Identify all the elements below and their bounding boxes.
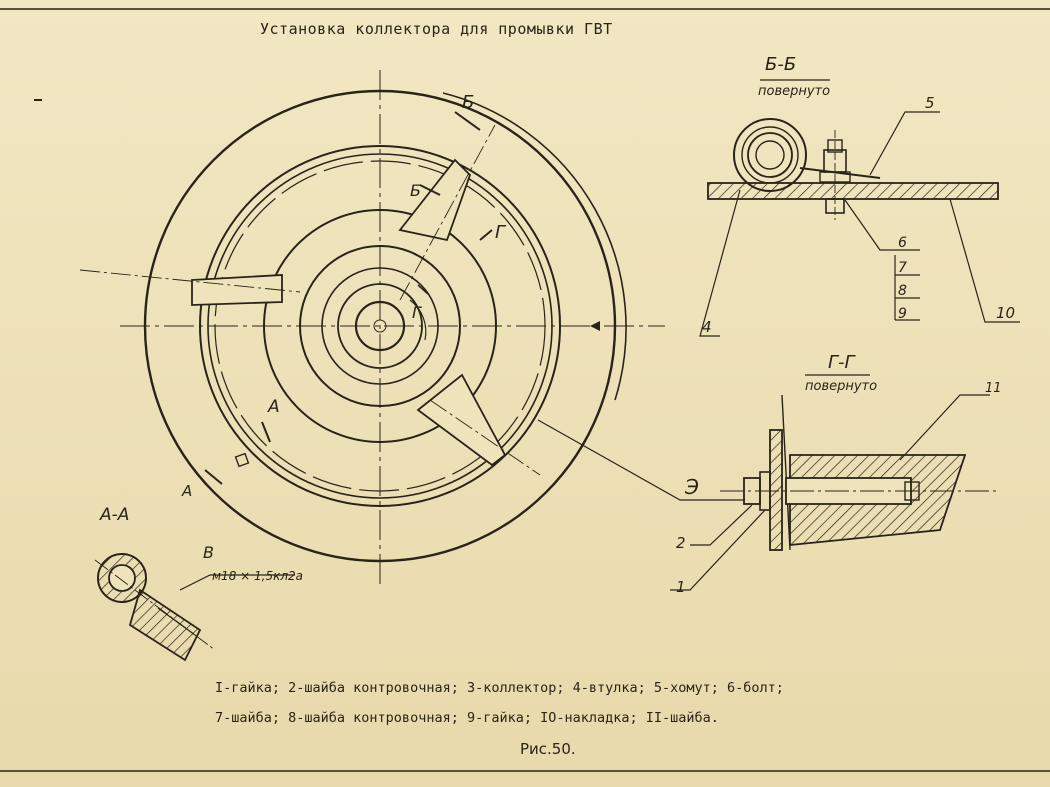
section-aa-title: А-А [99,505,129,525]
label-b-inner: Б [410,181,421,200]
nozzle-lower [416,373,541,476]
label-a-lower: А [181,482,192,500]
bushing-4 [733,118,807,192]
callout-10: 10 [996,304,1015,322]
section-aa [94,553,295,662]
section-bb-subtitle: повернуто [758,84,830,99]
label-b-outer: Б [462,92,474,113]
label-g-inner: Г [412,303,422,322]
nozzle-upper [398,124,496,301]
callout-2: 2 [676,534,686,552]
sheet-border-top [0,8,1050,10]
label-g-outer: Г [495,222,507,243]
figure-caption: Рис.50. [520,740,576,758]
hub-circle [263,209,497,443]
legend-line-2: 7-шайба; 8-шайба контровочная; 9-гайка; … [215,710,719,726]
outer-disc [143,89,617,563]
nozzle-left [79,269,301,306]
callout-9: 9 [898,306,907,322]
thread-spec: м18 × 1,5кл2а [212,569,303,583]
label-a-upper: А [267,397,280,417]
main-view [34,70,745,585]
callout-1: 1 [676,578,686,596]
callout-11: 11 [985,381,1002,396]
section-bb-title: Б-Б [765,54,796,75]
shaft-bore [354,300,406,352]
collector-ring-inner [207,153,553,499]
callout-7: 7 [898,260,907,276]
section-gg [670,374,1000,591]
fitting-body [128,588,202,662]
callout-6: 6 [898,235,907,251]
flange [769,429,783,551]
collector-ring-outer [199,145,561,507]
plate-10 [707,182,999,200]
sheet-border-bottom [0,770,1050,772]
section-gg-title: Г-Г [828,352,857,373]
section-aa-mark: В [203,543,214,562]
callout-8: 8 [898,283,907,299]
legend-line-1: I-гайка; 2-шайба контровочная; 3-коллект… [215,680,784,696]
callout-3: Э [684,475,699,499]
drawing-title: Установка коллектора для промывки ГВТ [260,20,613,38]
section-bb [699,79,1020,337]
callout-5: 5 [925,94,935,112]
section-gg-subtitle: повернуто [805,379,877,394]
callout-4: 4 [702,318,712,336]
